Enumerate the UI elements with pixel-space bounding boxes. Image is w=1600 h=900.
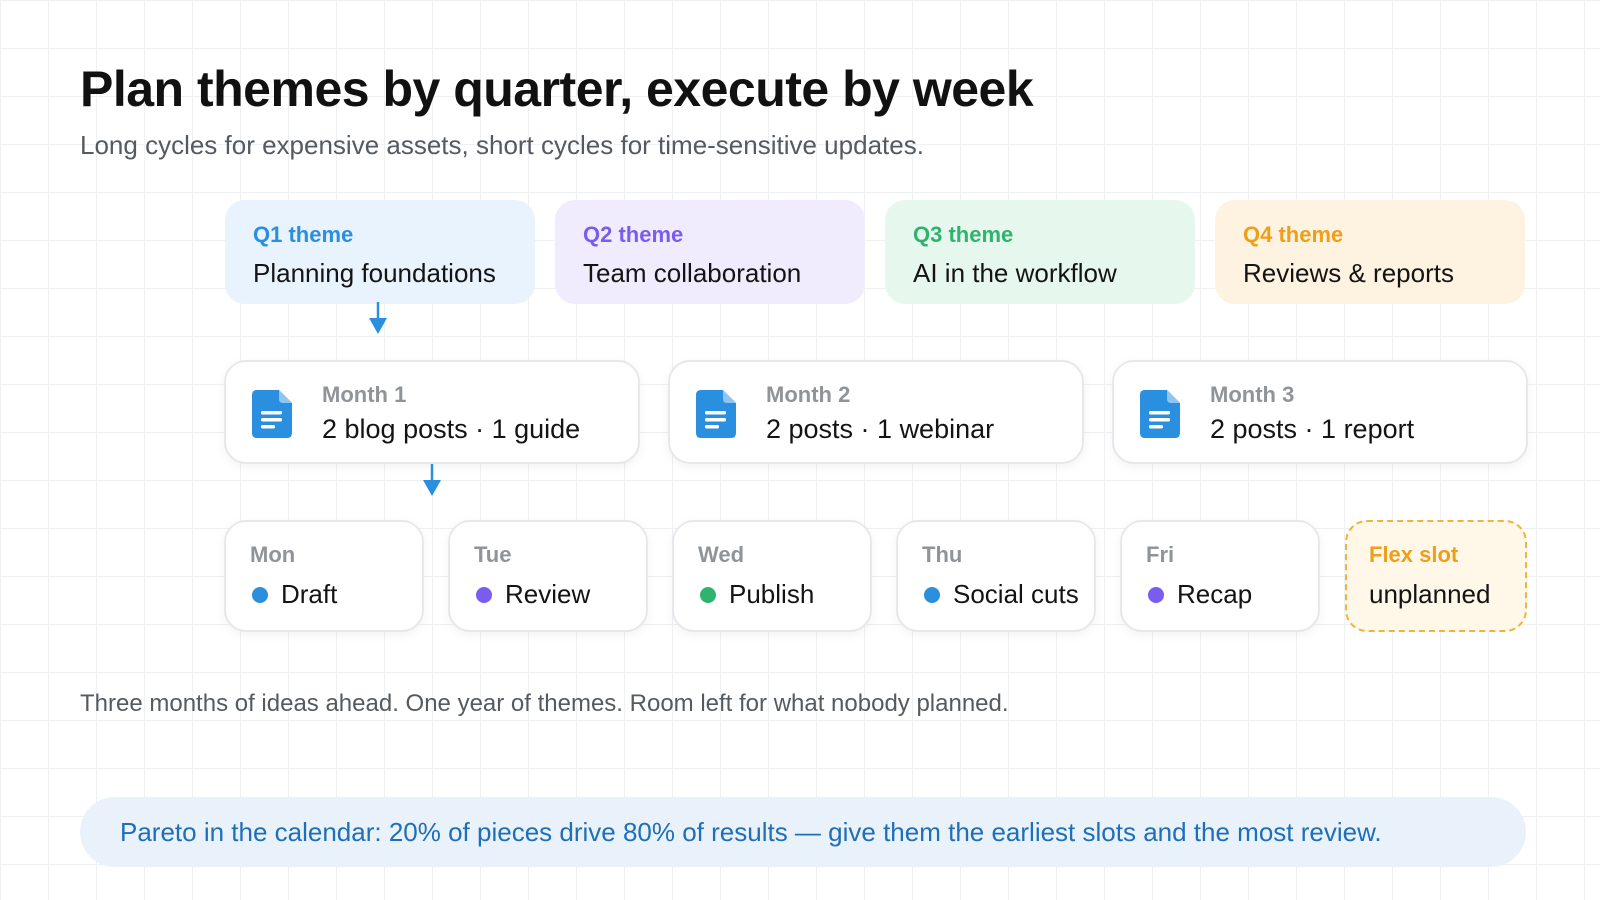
- day-card-wed: Wed Publish: [672, 520, 872, 632]
- month-card-1: Month 1 2 blog posts · 1 guide: [224, 360, 640, 464]
- day-task: Draft: [252, 579, 337, 610]
- month-label: Month 2: [766, 382, 851, 407]
- day-task: Recap: [1148, 579, 1252, 610]
- day-label: Tue: [474, 542, 512, 567]
- pareto-banner: Pareto in the calendar: 20% of pieces dr…: [80, 797, 1526, 867]
- month-label: Month 1: [322, 382, 407, 407]
- day-task-label: Publish: [729, 579, 815, 609]
- day-card-tue: Tue Review: [448, 520, 648, 632]
- quarter-theme-name: Team collaboration: [583, 258, 802, 288]
- status-dot-icon: [1148, 586, 1164, 603]
- quarter-theme-name: Planning foundations: [253, 258, 496, 288]
- day-task: Publish: [700, 579, 814, 610]
- day-task: Social cuts: [924, 579, 1079, 610]
- page-subtitle: Long cycles for expensive assets, short …: [80, 130, 924, 160]
- status-dot-icon: [252, 586, 268, 603]
- flex-slot-card: Flex slot unplanned: [1345, 520, 1527, 632]
- document-icon: [1140, 390, 1180, 438]
- day-label: Mon: [250, 542, 296, 567]
- day-card-fri: Fri Recap: [1120, 520, 1320, 632]
- footnote: Three months of ideas ahead. One year of…: [80, 690, 1009, 717]
- day-task-label: Review: [505, 579, 591, 609]
- quarter-label: Q2 theme: [583, 222, 684, 247]
- document-icon: [696, 390, 736, 438]
- quarter-theme-name: Reviews & reports: [1243, 258, 1454, 288]
- day-label: Fri: [1146, 542, 1175, 567]
- page-title: Plan themes by quarter, execute by week: [80, 61, 1034, 117]
- day-label: Thu: [922, 542, 963, 567]
- month-deliverables: 2 posts · 1 report: [1210, 414, 1415, 444]
- day-task-label: Recap: [1177, 579, 1253, 609]
- day-label: Wed: [698, 542, 745, 567]
- status-dot-icon: [924, 586, 940, 603]
- day-card-mon: Mon Draft: [224, 520, 424, 632]
- flex-slot-label: Flex slot: [1369, 542, 1459, 567]
- month-label: Month 3: [1210, 382, 1295, 407]
- quarter-label: Q3 theme: [913, 222, 1014, 247]
- document-icon: [252, 390, 292, 438]
- month-card-2: Month 2 2 posts · 1 webinar: [668, 360, 1084, 464]
- banner-text: Pareto in the calendar: 20% of pieces dr…: [120, 816, 1382, 847]
- month-deliverables: 2 posts · 1 webinar: [766, 414, 995, 444]
- arrow-down-icon: [423, 464, 441, 496]
- quarter-card-q1: Q1 theme Planning foundations: [225, 200, 535, 304]
- quarter-theme-name: AI in the workflow: [913, 258, 1117, 288]
- day-task: Review: [476, 579, 590, 610]
- month-card-3: Month 3 2 posts · 1 report: [1112, 360, 1528, 464]
- day-card-thu: Thu Social cuts: [896, 520, 1096, 632]
- day-task-label: Draft: [281, 579, 338, 609]
- quarter-label: Q1 theme: [253, 222, 354, 247]
- status-dot-icon: [476, 586, 492, 603]
- quarter-card-q3: Q3 theme AI in the workflow: [885, 200, 1195, 304]
- quarter-card-q4: Q4 theme Reviews & reports: [1215, 200, 1525, 304]
- flex-slot-text: unplanned: [1369, 579, 1491, 609]
- arrow-down-icon: [369, 302, 387, 334]
- quarter-card-q2: Q2 theme Team collaboration: [555, 200, 865, 304]
- status-dot-icon: [700, 586, 716, 603]
- day-task-label: Social cuts: [953, 579, 1079, 609]
- month-deliverables: 2 blog posts · 1 guide: [322, 414, 581, 444]
- quarter-label: Q4 theme: [1243, 222, 1344, 247]
